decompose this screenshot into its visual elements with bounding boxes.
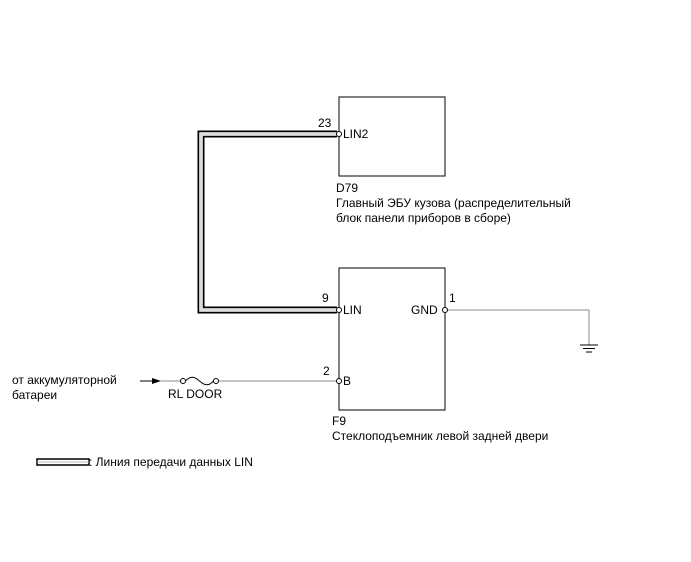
- ground-symbol-icon: [580, 344, 598, 353]
- pin-number-1: 1: [449, 291, 456, 305]
- connector-code-f9: F9: [332, 414, 346, 428]
- pin-name-lin: LIN: [343, 303, 362, 317]
- power-source-line1: от аккумуляторной: [12, 373, 117, 387]
- pin-name-b: B: [343, 374, 351, 388]
- pin-name-gnd: GND: [411, 303, 438, 317]
- legend-line-sample: [36, 458, 90, 466]
- pin-number-9: 9: [322, 291, 329, 305]
- lin-data-line: [197, 130, 337, 314]
- pin-number-23: 23: [318, 116, 332, 130]
- terminal-2: [336, 378, 342, 384]
- power-source-line2: батареи: [12, 388, 57, 402]
- motor-description: Стеклоподъемник левой задней двери: [332, 429, 548, 443]
- ground-wire: [446, 309, 590, 345]
- power-feed-wire: [140, 378, 337, 384]
- ecu-description-line1: Главный ЭБУ кузова (распределительный: [336, 196, 571, 210]
- terminal-1: [442, 307, 448, 313]
- motor-box-f9: [338, 267, 446, 411]
- ecu-description-line2: блок панели приборов в сборе): [336, 211, 511, 225]
- connector-code-d79: D79: [336, 181, 358, 195]
- terminal-9: [336, 307, 342, 313]
- arrow-right-icon: [152, 378, 161, 384]
- pin-name-lin2: LIN2: [343, 127, 369, 141]
- legend-text: : Линия передачи данных LIN: [89, 455, 253, 469]
- fuse-label: RL DOOR: [168, 387, 223, 401]
- fuse-icon: [180, 376, 219, 386]
- terminal-23: [336, 131, 342, 137]
- pin-number-2: 2: [323, 364, 330, 378]
